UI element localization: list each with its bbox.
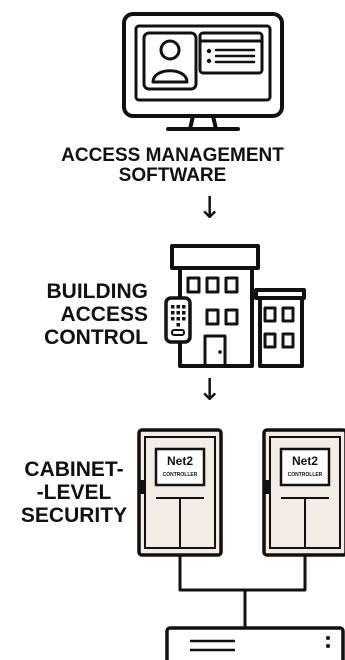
building-label-line-2: ACCESS: [60, 303, 148, 327]
building-label-line-3: CONTROL: [44, 326, 148, 350]
server-cabinet-icon: Net2 CONTROLLER: [137, 428, 223, 557]
cabinet-2-brand: Net2: [292, 454, 318, 468]
cabinet-label: CABINET- -LEVEL SECURITY: [18, 458, 130, 527]
keypad-reader-icon: [164, 296, 192, 344]
connector-lines: [178, 555, 307, 628]
arrow-down-icon: ↓: [197, 373, 223, 408]
software-label-line-2: SOFTWARE: [118, 164, 227, 186]
cabinet-label-line-1: CABINET-: [24, 458, 124, 481]
cabinet-2-caption: CONTROLLER: [288, 472, 323, 478]
building-label-line-1: BUILDING: [46, 280, 149, 303]
software-label: ACCESS MANAGEMENT SOFTWARE: [0, 146, 345, 186]
cabinet-1-brand: Net2: [167, 454, 193, 468]
monitor-with-user-card-icon: [122, 12, 284, 131]
cabinet-label-line-3: SECURITY: [20, 504, 128, 528]
office-building-icon: [170, 244, 306, 368]
building-label: BUILDING ACCESS CONTROL: [38, 280, 148, 349]
cabinet-1-caption: CONTROLLER: [163, 472, 198, 478]
server-cabinet-icon: Net2 CONTROLLER: [262, 428, 345, 557]
software-label-line-1: ACCESS MANAGEMENT: [61, 145, 284, 166]
cabinet-label-line-2: -LEVEL: [36, 481, 112, 505]
rack-server-icon: [165, 626, 345, 660]
arrow-down-icon: ↓: [197, 191, 223, 226]
